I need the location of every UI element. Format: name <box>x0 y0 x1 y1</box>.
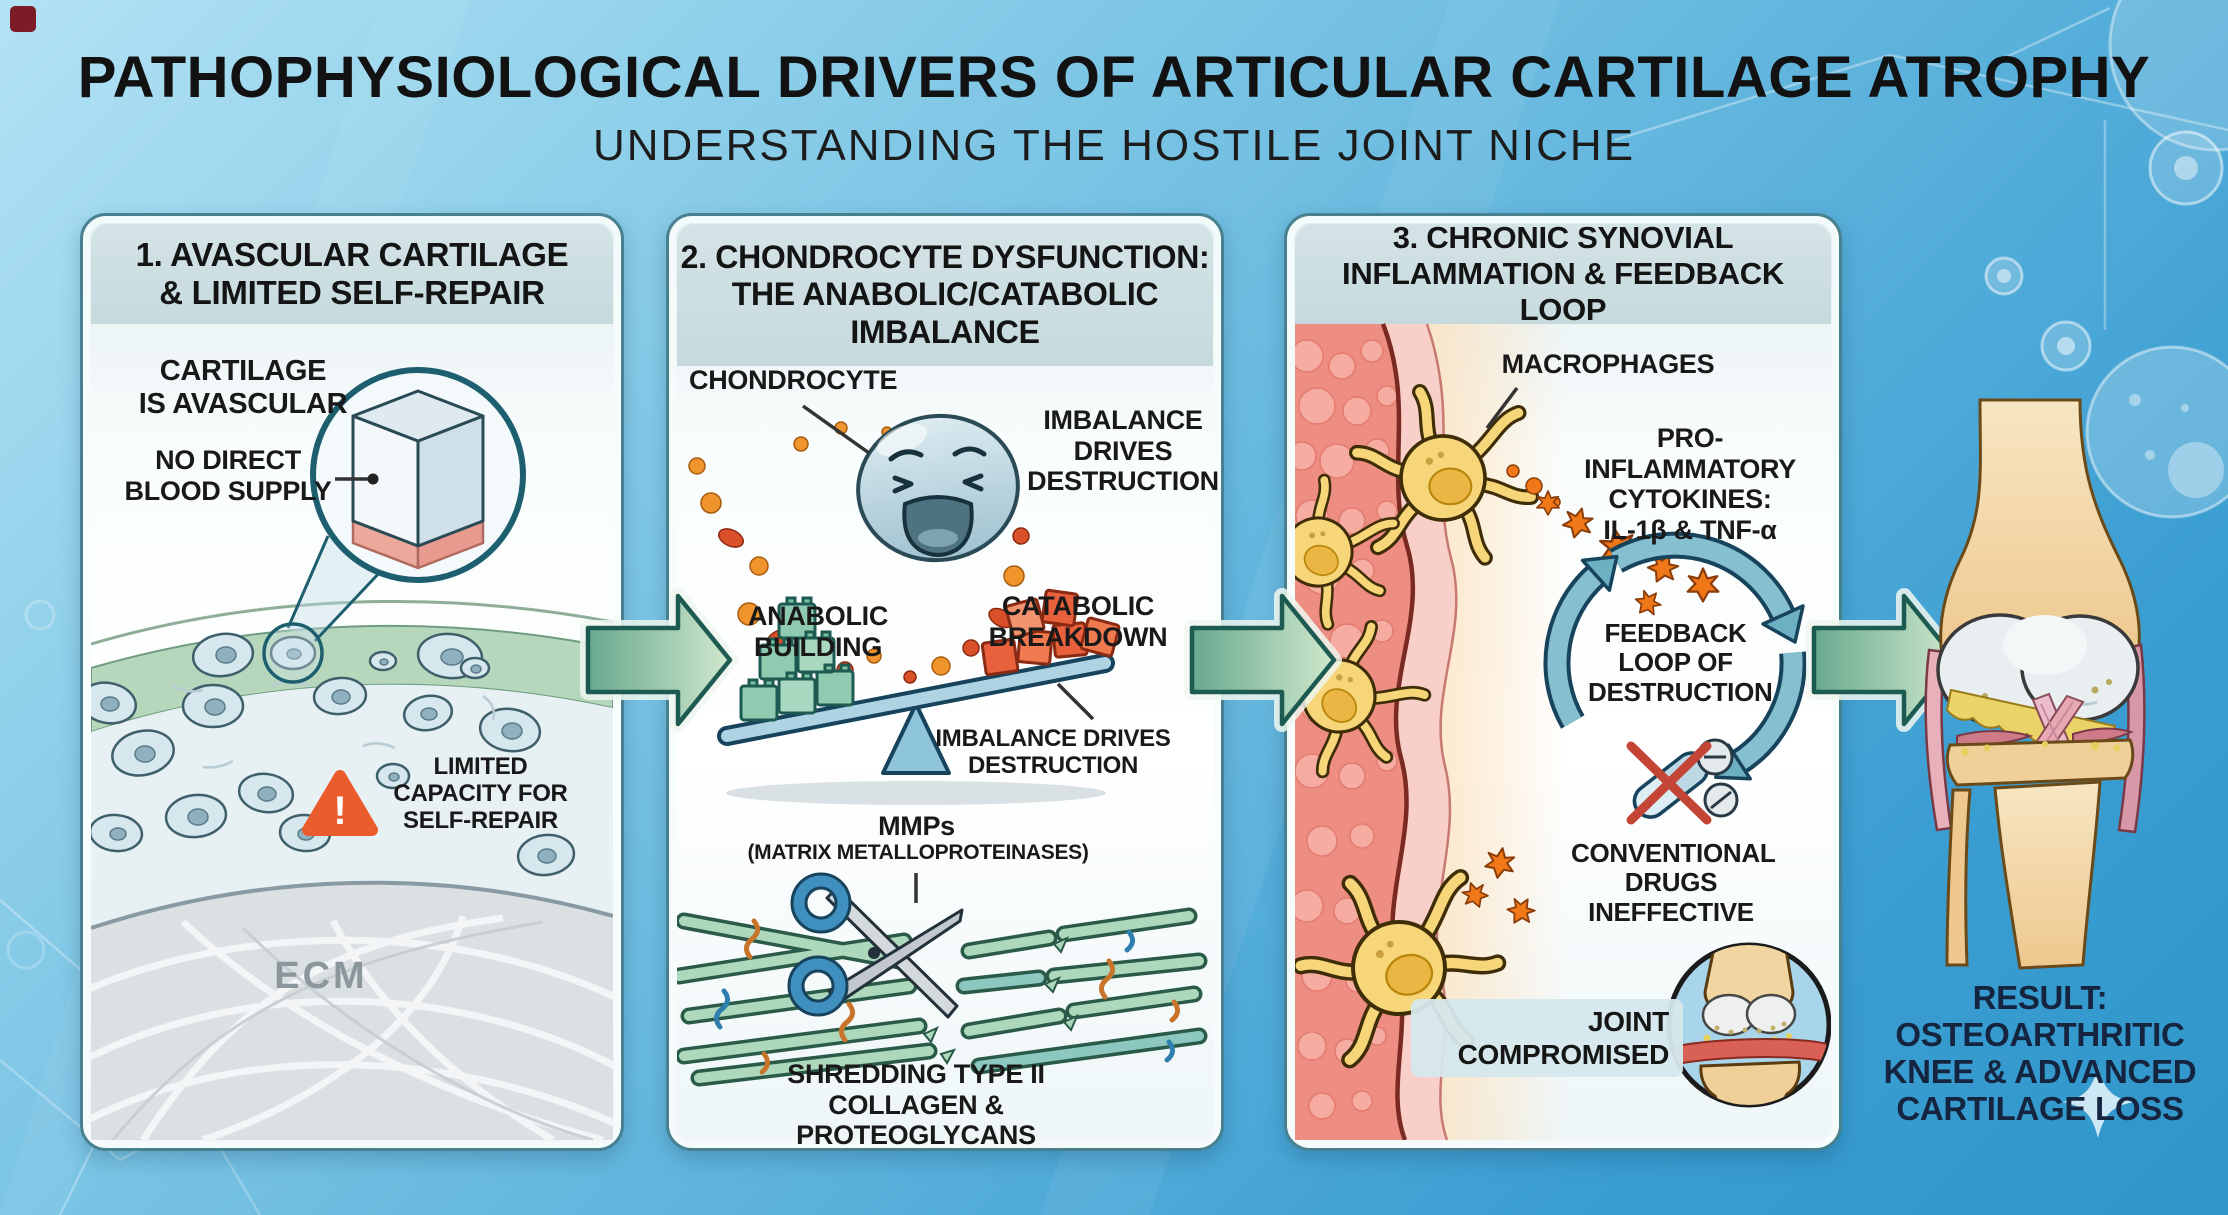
label-limited-capacity: LIMITED CAPACITY FOR SELF-REPAIR <box>393 753 568 835</box>
label-mmps: MMPs <box>878 811 955 841</box>
panel-3-header: 3. CHRONIC SYNOVIAL INFLAMMATION & FEEDB… <box>1295 220 1831 327</box>
label-cytokines: PRO-INFLAMMATORY CYTOKINES: IL-1β & TNF-… <box>1584 423 1796 545</box>
collagen-fibers-icon <box>677 907 1208 1087</box>
label-no-direct-blood: NO DIRECT BLOOD SUPPLY <box>124 445 332 506</box>
label-chondrocyte: CHONDROCYTE <box>689 365 898 395</box>
label-conventional-drugs: CONVENTIONAL DRUGS INEFFECTIVE <box>1571 838 1776 927</box>
label-feedback-loop: FEEDBACK LOOP OF DESTRUCTION <box>1588 618 1773 707</box>
warning-icon: ! <box>302 770 378 836</box>
red-cross-icon <box>1626 741 1712 825</box>
cartilage-cube-icon <box>351 389 485 570</box>
label-cartilage-avascular: CARTILAGE IS AVASCULAR <box>138 355 348 420</box>
panel-2-header: 2. CHONDROCYTE DYSFUNCTION: THE ANABOLIC… <box>677 224 1213 366</box>
label-imbalance-upper: IMBALANCE DRIVES DESTRUCTION <box>1027 405 1219 496</box>
label-imbalance-lower: IMBALANCE DRIVES DESTRUCTION <box>935 725 1171 780</box>
label-macrophages: MACROPHAGES <box>1501 349 1715 379</box>
joint-compromised-band: JOINT COMPROMISED <box>1411 999 1683 1077</box>
avascular-cartilage-illustration: ! <box>91 367 613 1140</box>
page-subtitle: UNDERSTANDING THE HOSTILE JOINT NICHE <box>592 121 1636 170</box>
chondrocyte-cells-icon <box>91 632 576 877</box>
panel-1-header: 1. AVASCULAR CARTILAGE & LIMITED SELF-RE… <box>91 224 613 324</box>
label-joint-compromised: JOINT COMPROMISED <box>1457 1005 1670 1070</box>
anabolic-blocks-icon <box>739 596 855 722</box>
panel-chondrocyte-dysfunction: 2. CHONDROCYTE DYSFUNCTION: THE ANABOLIC… <box>666 213 1224 1151</box>
label-mmps-full: (MATRIX METALLOPROTEINASES) <box>747 841 1089 864</box>
chondrocyte-cell-icon <box>856 413 1020 563</box>
svg-text:!: ! <box>333 789 346 833</box>
chondrocyte-dysfunction-illustration <box>677 404 1208 1087</box>
label-ecm: ECM <box>274 955 368 997</box>
panel-synovial-inflammation: 3. CHRONIC SYNOVIAL INFLAMMATION & FEEDB… <box>1284 213 1842 1151</box>
label-anabolic-building: ANABOLIC BUILDING <box>747 601 889 662</box>
scissors-icon <box>787 872 964 1019</box>
label-catabolic-breakdown: CATABOLIC BREAKDOWN <box>988 591 1168 652</box>
seesaw-icon <box>717 653 1115 805</box>
feedback-loop-arrows <box>1543 531 1807 781</box>
pills-icon <box>1626 738 1739 825</box>
label-result: RESULT: OSTEOARTHRITIC KNEE & ADVANCED C… <box>1883 979 2197 1127</box>
page-title: PATHOPHYSIOLOGICAL DRIVERS OF ARTICULAR … <box>77 45 2151 110</box>
corner-logo-chip <box>10 6 36 32</box>
catabolic-blocks-icon <box>980 588 1121 677</box>
knee-circle-icon <box>1666 942 1831 1108</box>
cytokine-star-icon <box>1458 464 1720 930</box>
panel-avascular-cartilage: 1. AVASCULAR CARTILAGE & LIMITED SELF-RE… <box>80 213 624 1151</box>
label-shredding: SHREDDING TYPE II COLLAGEN & PROTEOGLYCA… <box>787 1059 1045 1150</box>
